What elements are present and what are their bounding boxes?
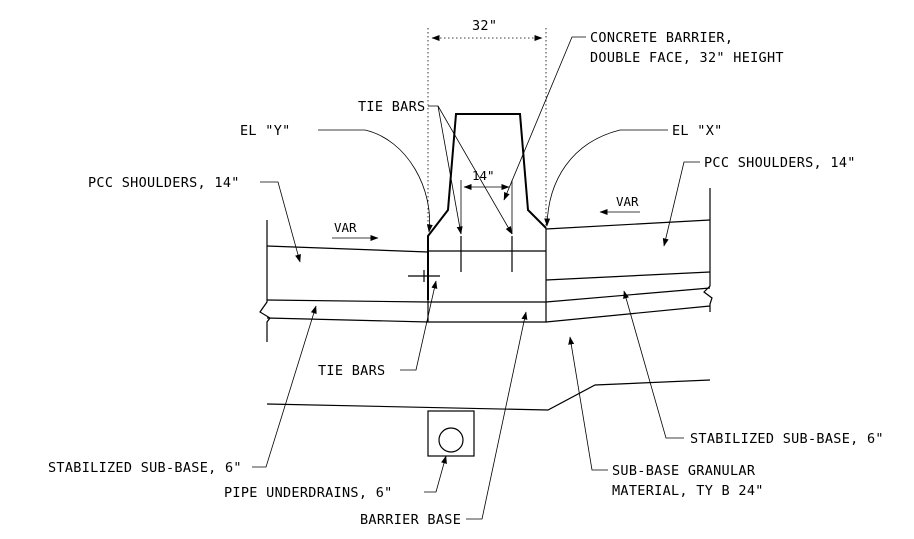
leader-stabilized-right <box>623 290 684 439</box>
left-stabilized-bottom <box>266 317 429 323</box>
label-tie-bars-bottom: TIE BARS <box>318 363 385 379</box>
concrete-barrier-profile <box>427 113 547 300</box>
right-shoulder-top <box>545 219 711 230</box>
leader-granular <box>568 336 608 471</box>
leader-el-y <box>318 129 433 233</box>
leader-tie-bars-bottom <box>400 280 438 371</box>
label-granular-1: SUB-BASE GRANULAR <box>612 463 756 479</box>
label-granular-2: MATERIAL, TY B 24" <box>612 483 764 499</box>
label-tie-bars-top: TIE BARS <box>358 99 425 115</box>
right-stabilized-bottom <box>545 305 711 323</box>
label-concrete-barrier-2: DOUBLE FACE, 32" HEIGHT <box>590 50 784 66</box>
label-concrete-barrier-1: CONCRETE BARRIER, <box>590 30 733 46</box>
right-stabilized-top <box>545 287 711 303</box>
leader-pcc-right <box>662 161 700 247</box>
leader-el-x <box>544 129 668 227</box>
leader-tie-bars-top-b <box>437 105 513 235</box>
label-stabilized-left: STABILIZED SUB-BASE, 6" <box>48 460 242 476</box>
granular-base-bottom <box>266 379 711 411</box>
label-pcc-right: PCC SHOULDERS, 14" <box>704 155 856 171</box>
left-shoulder-top <box>266 245 429 253</box>
pipe-underdrain <box>438 427 464 453</box>
leader-pipe-underdrain <box>424 455 447 493</box>
dim-14-label: 14" <box>472 168 495 183</box>
dim-32-label: 32" <box>472 18 497 34</box>
left-break-line <box>259 220 271 342</box>
label-var-left: VAR <box>334 220 357 235</box>
leader-stabilized-left <box>252 305 317 468</box>
label-el-y: EL "Y" <box>240 123 291 139</box>
leader-barrier-base <box>466 311 528 520</box>
right-break-line <box>703 188 713 312</box>
label-stabilized-right: STABILIZED SUB-BASE, 6" <box>690 431 884 447</box>
leader-pcc-left <box>260 181 301 263</box>
label-pcc-left: PCC SHOULDERS, 14" <box>88 175 240 191</box>
label-pipe-underdrain: PIPE UNDERDRAINS, 6" <box>224 485 393 501</box>
left-shoulder-bottom <box>266 299 429 303</box>
label-barrier-base: BARRIER BASE <box>360 512 461 528</box>
label-el-x: EL "X" <box>672 123 723 139</box>
label-var-right: VAR <box>616 194 639 209</box>
right-shoulder-bottom <box>545 271 711 281</box>
pipe-trench <box>427 410 475 457</box>
leader-concrete-barrier <box>503 36 586 201</box>
barrier-base-outline <box>427 228 547 323</box>
